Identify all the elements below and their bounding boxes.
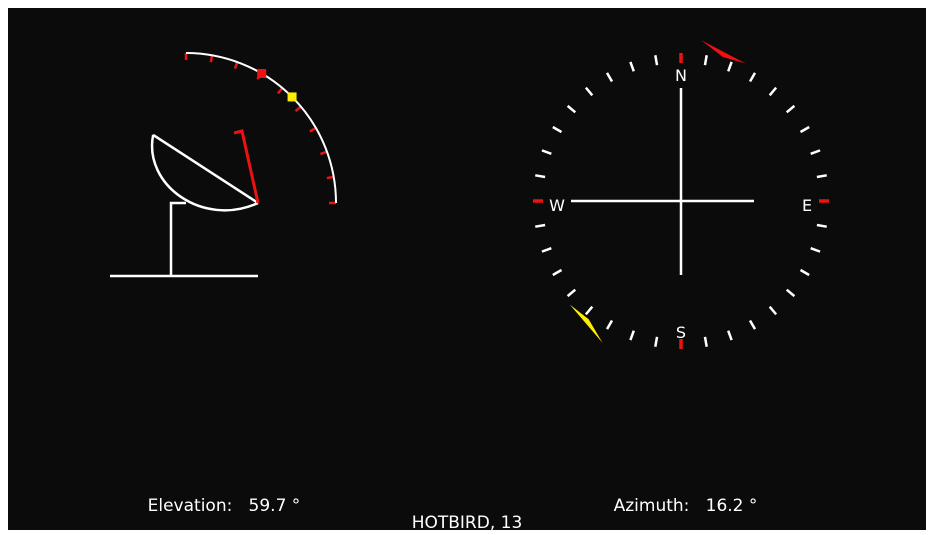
compass-tick: [727, 61, 733, 72]
compass-east-label: E: [802, 196, 812, 215]
compass-tick: [703, 55, 708, 66]
compass-tick: [566, 288, 577, 298]
compass-tick: [566, 104, 577, 114]
azimuth-compass: N S E W: [533, 40, 829, 349]
compass-tick: [785, 104, 796, 114]
satellite-dish-icon: [110, 129, 260, 278]
elevation-value: 59.7 °: [248, 496, 301, 516]
compass-tick: [810, 247, 821, 253]
compass-tick: [541, 247, 552, 253]
compass-tick: [799, 268, 810, 277]
compass-tick: [748, 319, 757, 330]
compass-north-label: N: [675, 66, 687, 85]
compass-tick: [584, 305, 594, 316]
compass-tick: [605, 72, 614, 83]
elevation-tick: [233, 61, 239, 70]
elevation-current-marker: [287, 92, 297, 102]
compass-tick: [654, 336, 659, 347]
azimuth-readout: Azimuth: 16.2 °: [592, 476, 758, 530]
compass-tick: [799, 125, 810, 134]
compass-tick: [535, 174, 546, 179]
compass-tick: [768, 305, 778, 316]
dish-target-pointer: [233, 129, 260, 204]
azimuth-label: Azimuth:: [613, 496, 690, 516]
compass-south-label: S: [676, 323, 686, 342]
compass-tick: [748, 72, 757, 83]
compass-tick: [785, 288, 796, 298]
compass-tick: [629, 330, 635, 341]
compass-tick: [727, 330, 733, 341]
compass-tick: [541, 149, 552, 155]
compass-tick: [552, 125, 563, 134]
compass-tick: [816, 223, 827, 228]
compass-tick: [535, 223, 546, 228]
elevation-tick: [209, 55, 214, 63]
gauge-canvas: N S E W: [110, 40, 829, 349]
elevation-label: Elevation:: [147, 496, 233, 516]
azimuth-value: 16.2 °: [705, 496, 758, 516]
elevation-tick: [276, 87, 284, 95]
dish-mount: [169, 201, 186, 276]
satellite-finder-screen: N S E W Elevation: 59.7 ° Azimuth: 16.2 …: [8, 8, 926, 530]
compass-tick: [584, 86, 594, 97]
compass-tick: [629, 61, 635, 72]
elevation-tick: [309, 126, 317, 133]
elevation-tick: [294, 105, 302, 113]
elevation-gauge: [110, 52, 337, 278]
compass-tick: [552, 268, 563, 277]
compass-tick: [654, 55, 659, 66]
dish-bowl: [150, 134, 259, 212]
compass-tick: [605, 319, 614, 330]
compass-tick: [810, 149, 821, 155]
compass-west-label: W: [549, 196, 565, 215]
elevation-tick: [319, 150, 328, 156]
compass-tick: [768, 86, 778, 97]
azimuth-target-pointer: [701, 40, 746, 64]
compass-ticks: [533, 53, 829, 349]
dish-face-line: [152, 133, 259, 205]
elevation-target-marker: [257, 68, 267, 78]
compass-tick: [816, 174, 827, 179]
elevation-tick: [326, 175, 334, 180]
azimuth-current-pointer: [569, 304, 603, 343]
compass-tick: [703, 336, 708, 347]
satellite-name: HOTBIRD, 13: [411, 513, 523, 530]
elevation-readout: Elevation: 59.7 °: [126, 476, 301, 530]
